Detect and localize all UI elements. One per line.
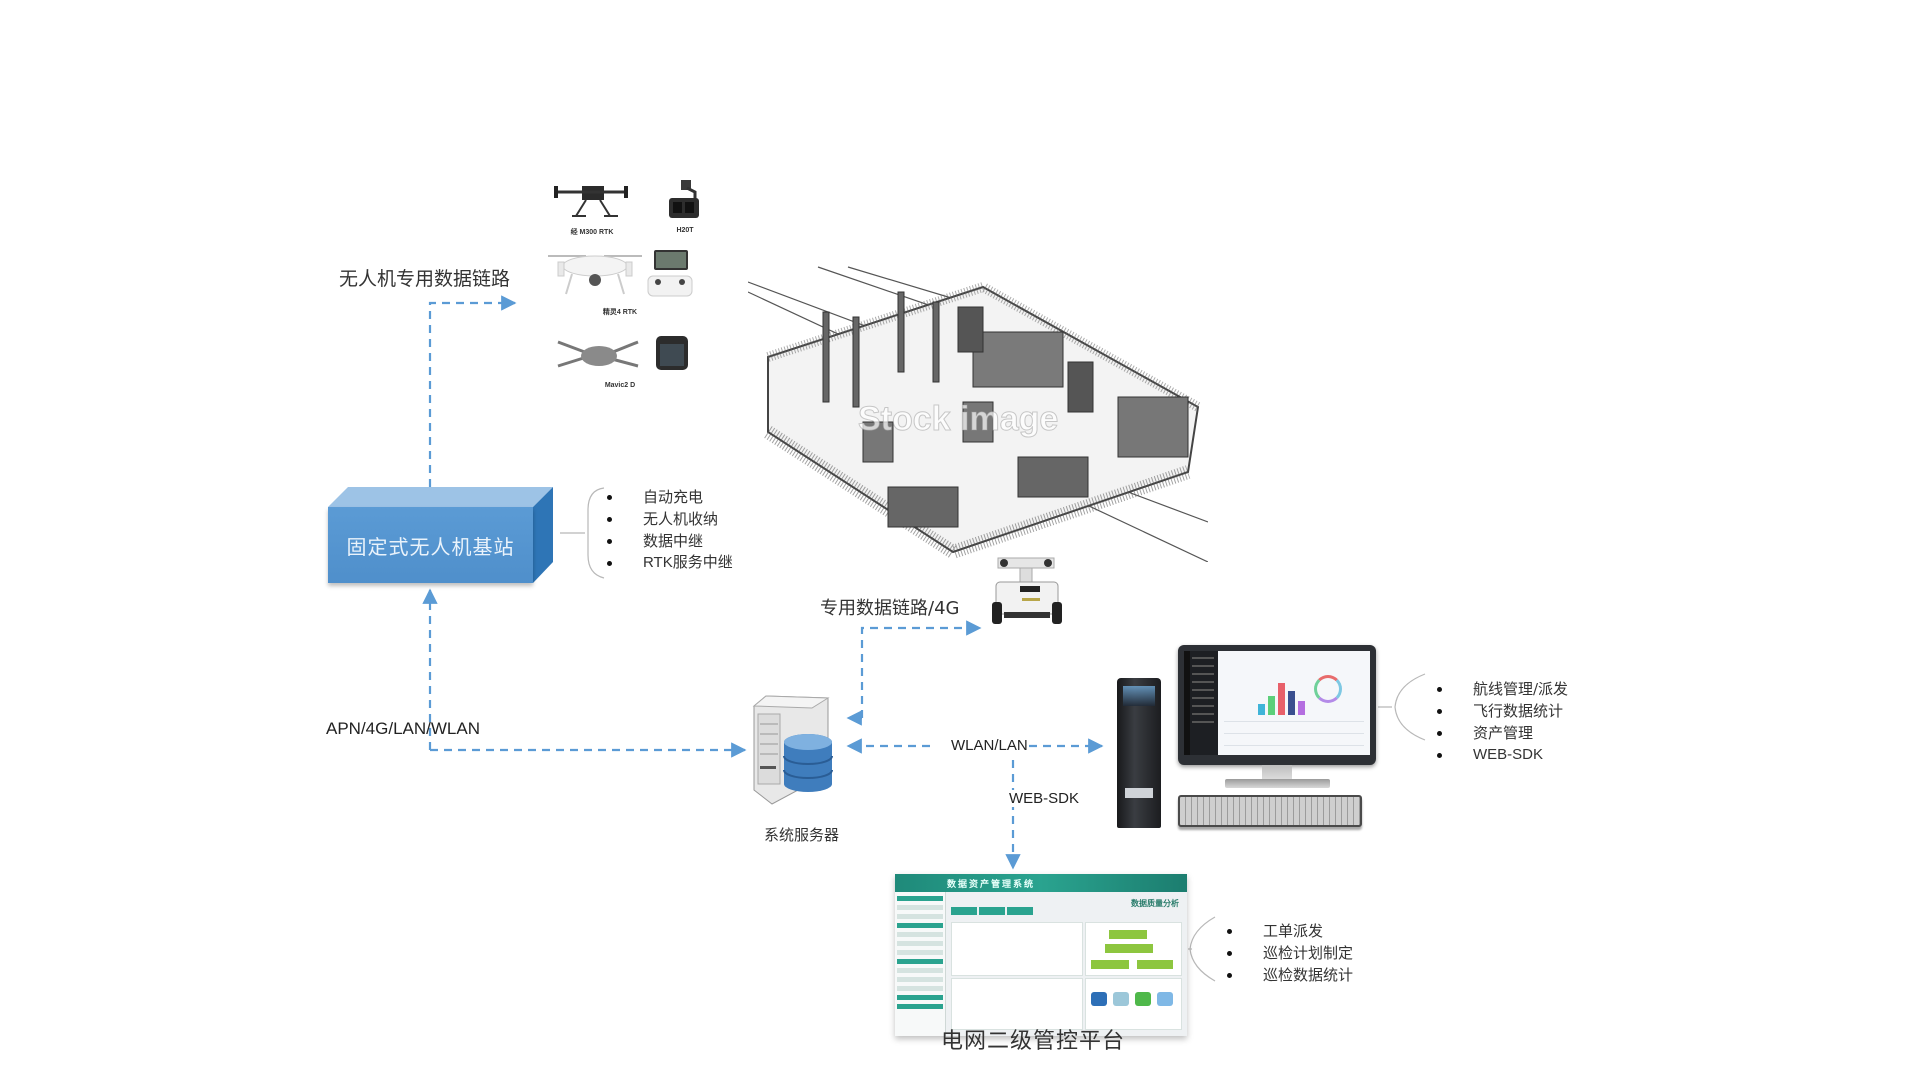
donut-chart-icon bbox=[1314, 675, 1342, 703]
workstation-brace bbox=[1378, 673, 1426, 741]
dashboard-screen bbox=[1184, 651, 1370, 755]
base-station-feature: 自动充电 bbox=[595, 486, 733, 508]
drone-caption-h20t: H20T bbox=[676, 227, 694, 234]
workstation-feature: WEB-SDK bbox=[1425, 744, 1568, 766]
platform-brace bbox=[1188, 916, 1216, 982]
drone-link-label: 无人机专用数据链路 bbox=[339, 268, 511, 290]
base-station-feature-list: 自动充电 无人机收纳 数据中继 RTK服务中继 bbox=[595, 486, 733, 574]
drone-caption-m300: 经 M300 RTK bbox=[570, 229, 614, 236]
base-station-label: 固定式无人机基站 bbox=[346, 534, 515, 559]
platform-header-title: 数据资产管理系统 bbox=[947, 880, 1036, 890]
dashboard-bar bbox=[1258, 704, 1265, 715]
inspection-robot-icon bbox=[992, 557, 1062, 624]
platform-label: 电网二级管控平台 bbox=[941, 1029, 1126, 1054]
dashboard-bar bbox=[1278, 683, 1285, 715]
substation-illustration bbox=[748, 266, 1208, 562]
platform-feature: 巡检计划制定 bbox=[1215, 942, 1353, 964]
dashboard-bar bbox=[1288, 691, 1295, 715]
h20t-camera-icon bbox=[669, 180, 699, 218]
workstation-feature: 资产管理 bbox=[1425, 722, 1568, 744]
dashboard-bar bbox=[1298, 701, 1305, 715]
dashboard-bar bbox=[1268, 696, 1275, 715]
base-station-front: 固定式无人机基站 bbox=[328, 507, 533, 583]
phantom4-rtk-drone-icon bbox=[548, 250, 693, 297]
database-cylinder bbox=[783, 734, 833, 792]
workstation-feature: 航线管理/派发 bbox=[1425, 678, 1568, 700]
drone-link-arrow bbox=[428, 295, 517, 487]
platform-feature-list: 工单派发 巡检计划制定 巡检数据统计 bbox=[1215, 920, 1353, 986]
server-label: 系统服务器 bbox=[764, 826, 840, 844]
websdk-link-label: WEB-SDK bbox=[1007, 790, 1082, 807]
base-station-feature: 数据中继 bbox=[595, 530, 733, 552]
workstation-feature-list: 航线管理/派发 飞行数据统计 资产管理 WEB-SDK bbox=[1425, 678, 1568, 766]
pc-tower-icon bbox=[1117, 678, 1161, 828]
robot-link-arrow bbox=[860, 620, 982, 718]
keyboard-icon bbox=[1178, 795, 1362, 827]
platform-feature: 工单派发 bbox=[1215, 920, 1353, 942]
mavic2-drone-icon bbox=[557, 336, 688, 370]
base-station-feature: 无人机收纳 bbox=[595, 508, 733, 530]
platform-brand: 数据质量分析 bbox=[1131, 899, 1179, 908]
drone-fleet-group: 经 M300 RTK H20T 精灵4 RTK Mavic2 D bbox=[540, 170, 720, 400]
base-station-feature: RTK服务中继 bbox=[595, 552, 733, 574]
platform-screenshot: 数据资产管理系统 数据质量分析 bbox=[895, 874, 1187, 1036]
m300-drone-icon bbox=[554, 186, 628, 217]
stock-image-watermark: Stock image bbox=[857, 400, 1059, 439]
platform-feature: 巡检数据统计 bbox=[1215, 964, 1353, 986]
apn-link-label: APN/4G/LAN/WLAN bbox=[326, 719, 480, 738]
robot-link-label: 专用数据链路/4G bbox=[820, 598, 960, 619]
base-station-3d-faces bbox=[328, 487, 553, 583]
workstation-feature: 飞行数据统计 bbox=[1425, 700, 1568, 722]
drone-caption-phantom4: 精灵4 RTK bbox=[602, 309, 638, 316]
monitor-icon bbox=[1178, 645, 1376, 765]
system-server-icon bbox=[752, 695, 833, 805]
lan-link-label: WLAN/LAN bbox=[950, 737, 1029, 754]
drone-caption-mavic2: Mavic2 D bbox=[604, 382, 636, 389]
